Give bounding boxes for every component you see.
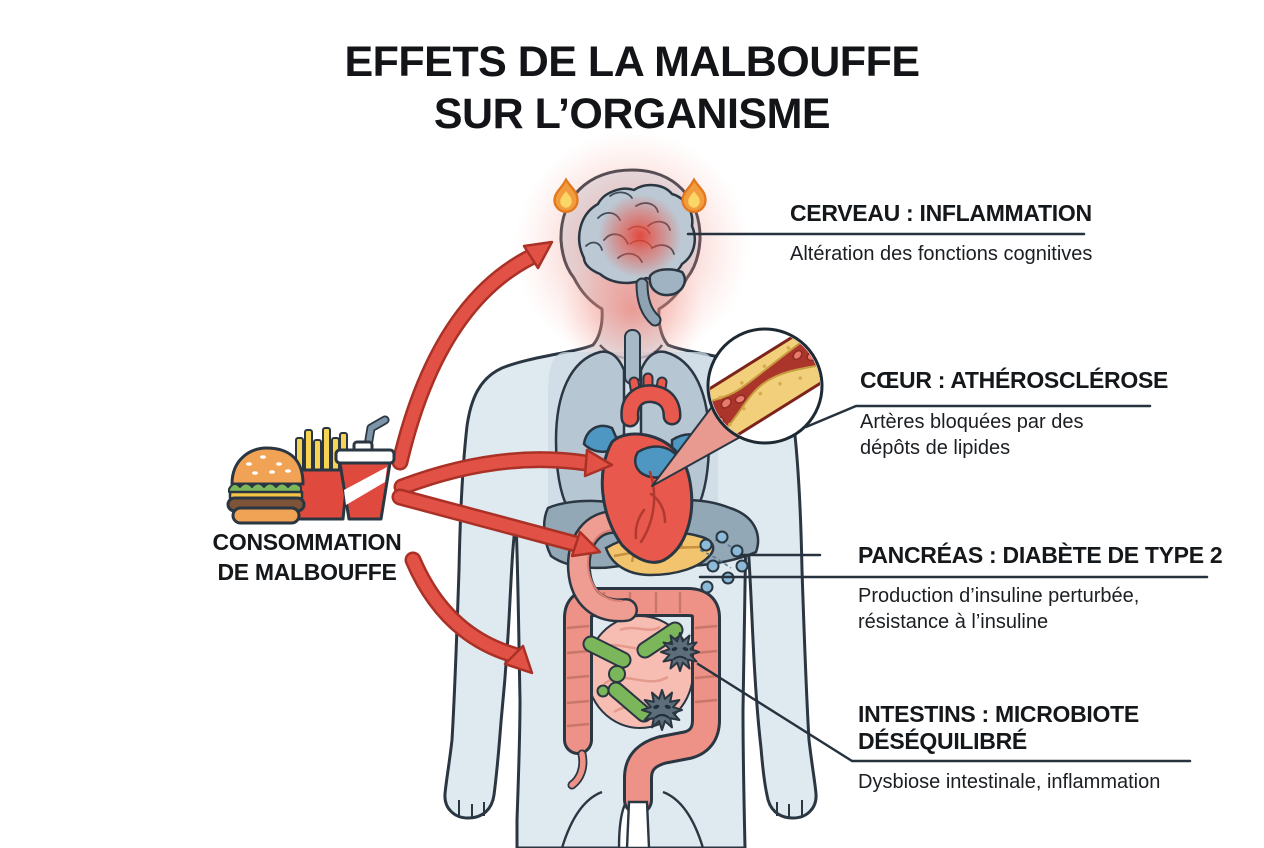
- source-line-2: DE MALBOUFFE: [217, 558, 397, 585]
- bacteria-icon: [582, 621, 684, 723]
- cause-arrow-icon: [404, 551, 534, 675]
- cause-arrow-icon: [391, 488, 602, 558]
- microbe-icon: [641, 689, 683, 731]
- cause-arrow-icon: [393, 448, 614, 496]
- source-line-1: CONSOMMATION: [212, 529, 402, 555]
- hamburger-icon: [226, 446, 306, 525]
- page-title: EFFETS DE LA MALBOUFFE SUR L’ORGANISME: [0, 36, 1264, 141]
- connector-coeur: [804, 404, 1152, 429]
- microbe-icon: [660, 632, 700, 672]
- annotation-heading-coeur: CŒUR : ATHÉROSCLÉROSE: [860, 367, 1169, 393]
- title-line-2: SUR L’ORGANISME: [433, 90, 831, 139]
- brain-icon: [577, 183, 696, 327]
- artery-inset-icon: [706, 327, 824, 445]
- source-label: CONSOMMATION DE MALBOUFFE: [192, 528, 422, 588]
- annotation-desc-coeur: Artères bloquées par des dépôts de lipid…: [860, 411, 1084, 459]
- flame-icon: [681, 177, 707, 213]
- annotation-heading-pancreas: PANCRÉAS : DIABÈTE DE TYPE 2: [858, 542, 1223, 568]
- annotation-heading-cerveau: CERVEAU : INFLAMMATION: [790, 200, 1092, 226]
- flame-icon: [553, 177, 579, 213]
- insulin-dots-icon: [699, 530, 749, 594]
- soda-cup-icon: [334, 415, 396, 521]
- connector-intestins: [696, 662, 1192, 763]
- annotation-desc-intestins: Dysbiose intestinale, inflammation: [858, 771, 1161, 793]
- annotation-desc-cerveau: Altération des fonctions cognitives: [790, 243, 1093, 265]
- title-line-1: EFFETS DE LA MALBOUFFE: [344, 38, 920, 86]
- annotation-desc-pancreas: Production d’insuline perturbée, résista…: [858, 585, 1140, 633]
- annotation-heading-intestins: INTESTINS : MICROBIOTE DÉSÉQUILIBRÉ: [858, 701, 1139, 754]
- cause-arrow-icon: [391, 240, 554, 471]
